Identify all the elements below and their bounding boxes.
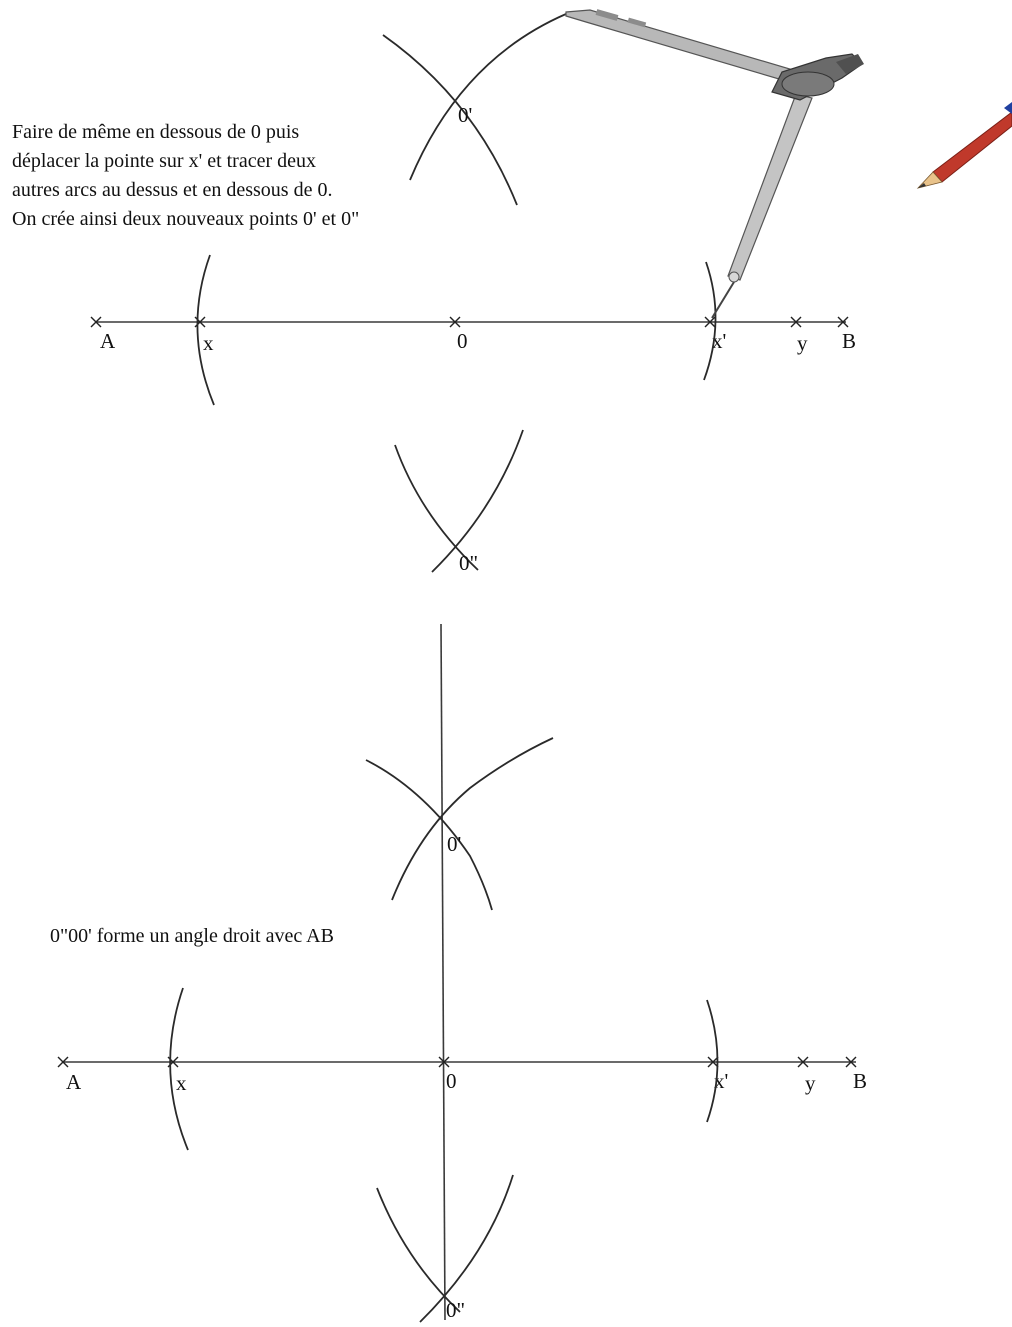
top-arc-at-x-prime <box>703 261 717 381</box>
top-label-x: x <box>203 331 214 355</box>
top-point-a-mark <box>90 316 102 328</box>
bottom-label-o-second: 0" <box>446 1298 465 1322</box>
bottom-label-o-prime: 0' <box>447 832 461 856</box>
bottom-figure: A x 0 x' y B 0' 0" <box>57 623 867 1323</box>
top-figure: A x 0 x' y B 0' 0" <box>90 13 856 575</box>
bottom-arc-o-prime-2 <box>391 737 554 901</box>
bottom-point-y-mark <box>797 1056 809 1068</box>
top-arc-o-second-2 <box>431 429 524 573</box>
bottom-label-b: B <box>853 1069 867 1093</box>
bottom-point-o-mark <box>438 1056 450 1068</box>
top-label-b: B <box>842 329 856 353</box>
bottom-arc-o-second-1 <box>376 1187 461 1313</box>
pencil-icon <box>916 102 1012 189</box>
instruction-line-3: autres arcs au dessus et en dessous de 0… <box>12 179 333 201</box>
top-label-a: A <box>100 329 116 353</box>
top-arc-o-second-1 <box>394 444 479 571</box>
instruction-line-2: déplacer la pointe sur x' et tracer deux <box>12 150 317 172</box>
top-arc-o-prime-1 <box>382 34 518 206</box>
bottom-arc-o-prime-1 <box>365 759 493 911</box>
top-label-o-second: 0" <box>459 551 478 575</box>
bottom-label-a: A <box>66 1070 82 1094</box>
compass-icon <box>565 9 864 319</box>
top-label-o: 0 <box>457 329 468 353</box>
instruction-text: Faire de même en dessous de 0 puis dépla… <box>12 118 482 234</box>
bottom-point-a-mark <box>57 1056 69 1068</box>
bottom-point-b-mark <box>845 1056 857 1068</box>
top-point-o-mark <box>449 316 461 328</box>
top-label-o-prime: 0' <box>458 103 472 127</box>
bottom-arc-at-x-prime <box>706 999 719 1123</box>
top-point-y-mark <box>790 316 802 328</box>
bottom-label-x: x <box>176 1071 187 1095</box>
bottom-label-y: y <box>805 1071 816 1095</box>
top-arc-at-x <box>196 254 215 406</box>
instruction-line-4: On crée ainsi deux nouveaux points 0' et… <box>12 208 360 230</box>
top-label-x-prime: x' <box>712 329 726 353</box>
top-arc-o-prime-2 <box>409 13 567 181</box>
bottom-point-x-prime-mark <box>707 1056 719 1068</box>
bottom-arc-at-x <box>169 987 189 1151</box>
top-point-b-mark <box>837 316 849 328</box>
bottom-perpendicular-line <box>440 623 446 1321</box>
bottom-arc-o-second-2 <box>419 1174 514 1323</box>
bottom-label-o: 0 <box>446 1069 457 1093</box>
instruction-line-1: Faire de même en dessous de 0 puis <box>12 121 300 143</box>
top-label-y: y <box>797 331 808 355</box>
conclusion-caption: 0"00' forme un angle droit avec AB <box>50 925 334 947</box>
top-point-x-prime-mark <box>704 316 716 328</box>
